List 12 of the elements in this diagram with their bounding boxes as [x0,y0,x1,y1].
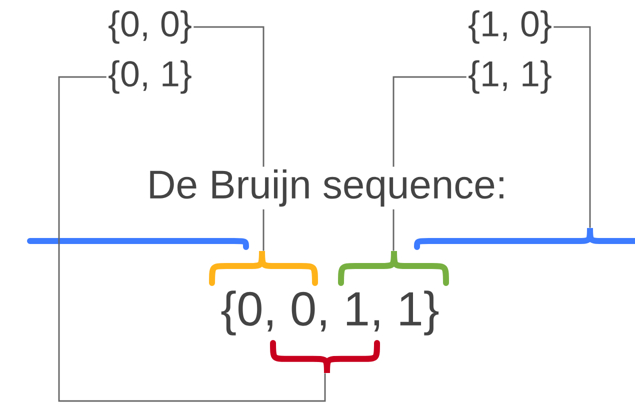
set-label: {0, 1} [108,60,192,94]
sequence-text: {0, 0, 1, 1} [221,290,439,336]
set-label: {1, 0} [468,10,552,44]
heading: De Bruijn sequence: [144,166,510,210]
curly-brace [338,248,449,286]
leader-line [58,76,326,402]
curly-brace [209,248,318,286]
leader-line [554,26,591,228]
curly-brace [270,340,380,376]
set-label: {1, 1} [468,60,552,94]
curly-brace [27,225,635,250]
set-label: {0, 0} [108,10,192,44]
